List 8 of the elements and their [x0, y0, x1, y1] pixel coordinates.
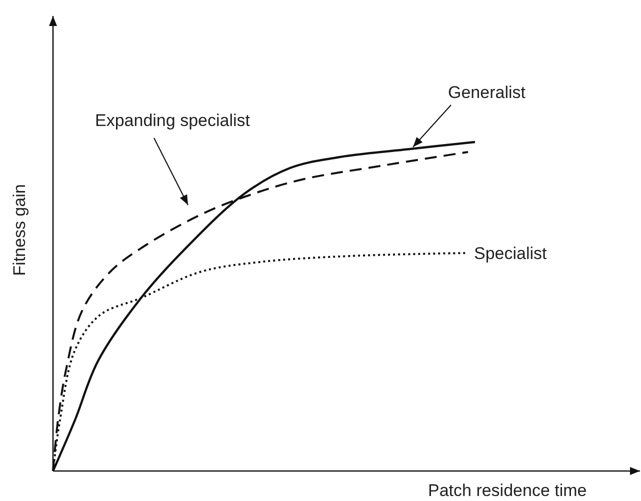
curve-label: Expanding specialist [95, 111, 250, 131]
curve-label: Generalist [448, 83, 526, 103]
leader-line [412, 104, 452, 148]
curve-label: Specialist [474, 244, 547, 264]
leader-line [154, 138, 188, 206]
axis-title: Patch residence time [428, 481, 587, 501]
dotted-curve [52, 252, 468, 472]
axis-title: Fitness gain [10, 183, 30, 277]
